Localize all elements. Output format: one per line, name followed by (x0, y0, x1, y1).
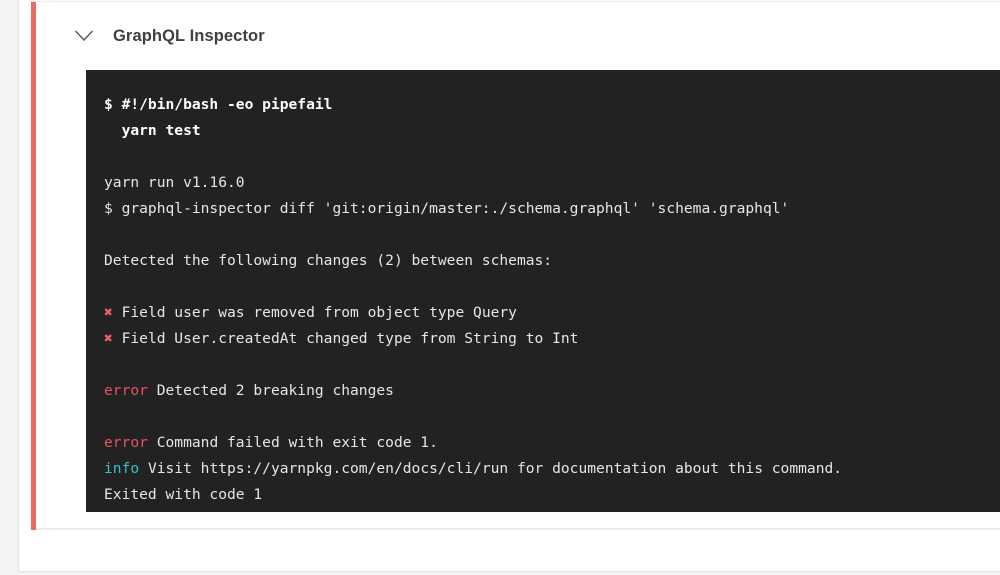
log-token-plain: yarn run v1.16.0 (104, 174, 245, 191)
terminal-line-detected-changes: Detected the following changes (2) betwe… (104, 248, 1000, 274)
terminal-line-spacer-4 (104, 352, 1000, 378)
log-token-plain: Field User.createdAt changed type from S… (112, 330, 579, 347)
log-token-plain: Visit https://yarnpkg.com/en/docs/cli/ru… (139, 460, 843, 477)
build-step-card: GraphQL Inspector $ #!/bin/bash -eo pipe… (31, 1, 1000, 530)
log-token-cross: ✖ (104, 330, 113, 347)
terminal-line-cmd-shebang: $ #!/bin/bash -eo pipefail (104, 92, 1000, 118)
terminal-line-change-1: ✖ Field user was removed from object typ… (104, 300, 1000, 326)
log-token-bold: yarn test (104, 122, 201, 139)
log-token-plain: Detected 2 breaking changes (147, 382, 394, 399)
terminal-log-panel[interactable]: $ #!/bin/bash -eo pipefail yarn test yarn… (86, 70, 1000, 512)
terminal-line-error-breaking: error Detected 2 breaking changes (104, 378, 1000, 404)
chevron-down-icon[interactable] (71, 23, 97, 49)
log-token-plain: Detected the following changes (2) betwe… (104, 252, 553, 269)
log-token-plain: Field user was removed from object type … (112, 304, 517, 321)
build-step-title: GraphQL Inspector (113, 26, 265, 45)
status-stripe-failed (31, 2, 36, 530)
terminal-line-change-2: ✖ Field User.createdAt changed type from… (104, 326, 1000, 352)
terminal-line-inspector-diff: $ graphql-inspector diff 'git:origin/mas… (104, 196, 1000, 222)
log-token-info: info (104, 460, 140, 477)
terminal-log-body: $ #!/bin/bash -eo pipefail yarn test yarn… (104, 92, 1000, 508)
card-footer-divider (36, 529, 1000, 530)
log-token-bold: $ #!/bin/bash -eo pipefail (104, 96, 333, 113)
terminal-line-spacer-3 (104, 274, 1000, 300)
terminal-line-spacer-5 (104, 404, 1000, 430)
terminal-line-cmd-yarn-test: yarn test (104, 118, 1000, 144)
terminal-line-info-visit: info Visit https://yarnpkg.com/en/docs/c… (104, 456, 1000, 482)
terminal-line-exited-code: Exited with code 1 (104, 482, 1000, 508)
log-token-plain: $ graphql-inspector diff 'git:origin/mas… (104, 200, 790, 217)
log-token-error: error (104, 434, 148, 451)
terminal-line-spacer-2 (104, 222, 1000, 248)
terminal-line-error-exit: error Command failed with exit code 1. (104, 430, 1000, 456)
log-token-error: error (104, 382, 148, 399)
terminal-line-spacer-1 (104, 144, 1000, 170)
page-surface: GraphQL Inspector $ #!/bin/bash -eo pipe… (18, 0, 1000, 572)
log-token-plain: Exited with code 1 (104, 486, 263, 503)
terminal-line-yarn-version: yarn run v1.16.0 (104, 170, 1000, 196)
build-step-header[interactable]: GraphQL Inspector (36, 2, 1000, 70)
log-token-plain: Command failed with exit code 1. (147, 434, 438, 451)
log-token-cross: ✖ (104, 304, 113, 321)
